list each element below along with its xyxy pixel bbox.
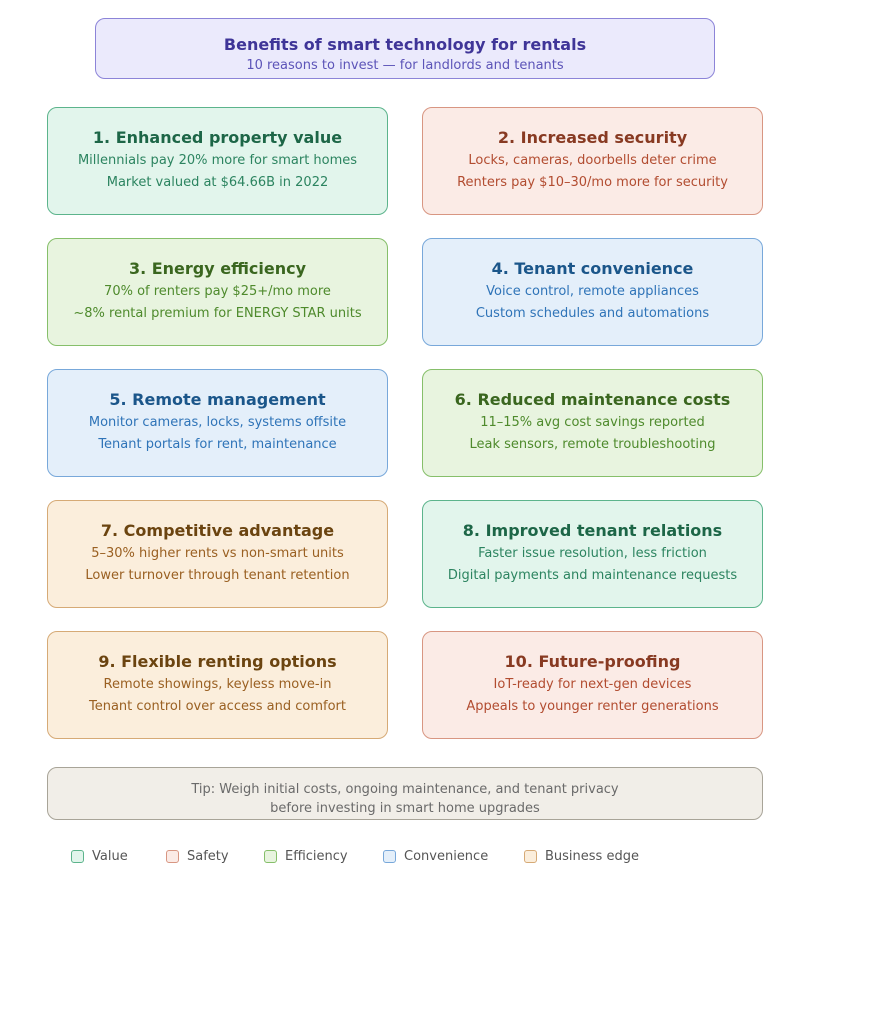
legend-label: Safety [187, 848, 229, 864]
card-title: 7. Competitive advantage [100, 521, 335, 540]
card-title: 2. Increased security [497, 128, 688, 147]
card-line: Custom schedules and automations [475, 306, 710, 321]
legend-label: Business edge [545, 848, 639, 864]
tip-box: Tip: Weigh initial costs, ongoing mainte… [47, 767, 763, 820]
card-line: Remote showings, keyless move-in [103, 677, 332, 692]
benefit-card-4: 4. Tenant convenience Voice control, rem… [422, 238, 763, 346]
tip-line: before investing in smart home upgrades [270, 801, 540, 816]
legend-swatch [166, 849, 179, 863]
diagram-header: Benefits of smart technology for rentals… [95, 18, 715, 79]
card-line: Lower turnover through tenant retention [85, 568, 350, 583]
card-line: ~8% rental premium for ENERGY STAR units [73, 306, 362, 321]
card-line: Digital payments and maintenance request… [447, 568, 738, 583]
card-title: 3. Energy efficiency [128, 259, 307, 278]
benefit-card-10: 10. Future-proofing IoT-ready for next-g… [422, 631, 763, 739]
benefit-card-8: 8. Improved tenant relations Faster issu… [422, 500, 763, 608]
card-title: 5. Remote management [109, 390, 326, 409]
legend-swatch [524, 849, 537, 863]
legend-label: Value [92, 848, 128, 864]
card-line: Appeals to younger renter generations [466, 699, 719, 714]
card-line: Voice control, remote appliances [486, 284, 699, 299]
card-title: 4. Tenant convenience [491, 259, 694, 278]
legend-swatch [264, 849, 277, 863]
legend-swatch [71, 849, 84, 863]
card-line: Faster issue resolution, less friction [478, 546, 707, 561]
card-line: Market valued at $64.66B in 2022 [106, 175, 329, 190]
diagram-title: Benefits of smart technology for rentals [223, 35, 587, 54]
legend-item-convenience: Convenience [383, 848, 488, 864]
card-line: Millennials pay 20% more for smart homes [77, 153, 358, 168]
card-line: Locks, cameras, doorbells deter crime [468, 153, 717, 168]
legend-item-safety: Safety [166, 848, 229, 864]
legend-label: Efficiency [285, 848, 348, 864]
tip-line: Tip: Weigh initial costs, ongoing mainte… [191, 782, 619, 797]
benefit-card-2: 2. Increased security Locks, cameras, do… [422, 107, 763, 215]
card-line: Tenant control over access and comfort [89, 699, 346, 714]
card-title: 6. Reduced maintenance costs [454, 390, 731, 409]
diagram-subtitle: 10 reasons to invest — for landlords and… [246, 58, 564, 73]
legend-swatch [383, 849, 396, 863]
card-title: 9. Flexible renting options [98, 652, 337, 671]
card-line: Leak sensors, remote troubleshooting [469, 437, 716, 452]
benefit-card-3: 3. Energy efficiency 70% of renters pay … [47, 238, 388, 346]
card-title: 8. Improved tenant relations [462, 521, 723, 540]
card-line: 11–15% avg cost savings reported [480, 415, 705, 430]
benefit-card-5: 5. Remote management Monitor cameras, lo… [47, 369, 388, 477]
benefit-card-9: 9. Flexible renting options Remote showi… [47, 631, 388, 739]
legend-item-business-edge: Business edge [524, 848, 639, 864]
card-title: 1. Enhanced property value [92, 128, 343, 147]
card-line: Tenant portals for rent, maintenance [98, 437, 337, 452]
card-line: Monitor cameras, locks, systems offsite [88, 415, 347, 430]
card-line: IoT-ready for next-gen devices [493, 677, 692, 692]
card-line: Renters pay $10–30/mo more for security [457, 175, 728, 190]
card-line: 70% of renters pay $25+/mo more [104, 284, 331, 299]
legend-item-efficiency: Efficiency [264, 848, 348, 864]
benefit-card-7: 7. Competitive advantage 5–30% higher re… [47, 500, 388, 608]
card-title: 10. Future-proofing [504, 652, 681, 671]
legend-label: Convenience [404, 848, 489, 864]
legend-item-value: Value [71, 848, 128, 864]
benefit-card-1: 1. Enhanced property value Millennials p… [47, 107, 388, 215]
card-line: 5–30% higher rents vs non-smart units [91, 546, 344, 561]
benefit-card-6: 6. Reduced maintenance costs 11–15% avg … [422, 369, 763, 477]
